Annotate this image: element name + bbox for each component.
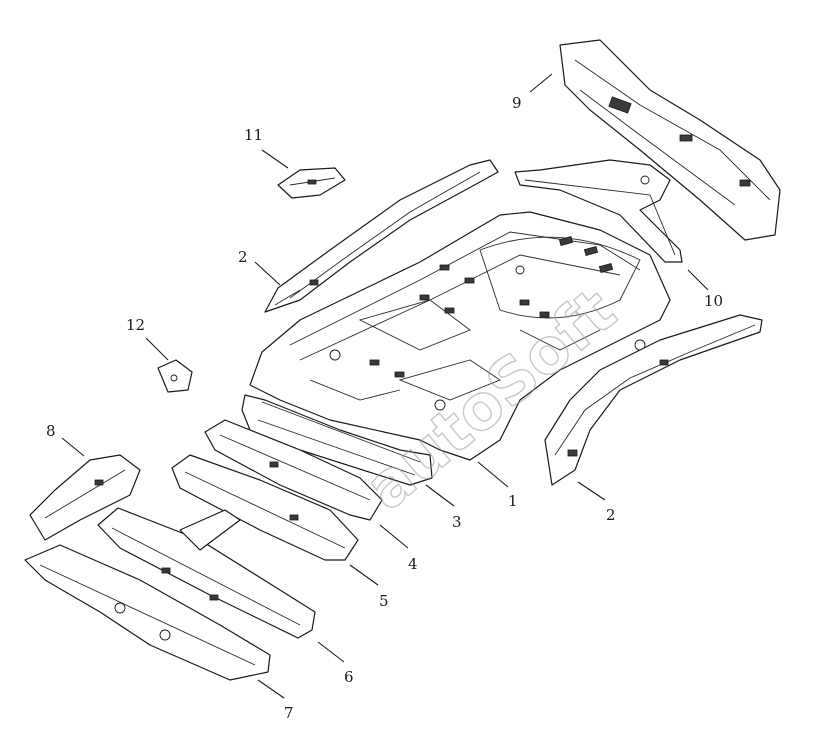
leader-11 — [261, 149, 289, 169]
part-8-bracket — [29, 454, 141, 541]
leader-lines — [61, 73, 709, 699]
callout-5: 5 — [379, 592, 389, 610]
callout-11: 11 — [244, 126, 263, 144]
part-2-right-side-rail — [544, 314, 763, 486]
part-4-crossmember — [204, 419, 383, 521]
part-12-bracket — [157, 359, 193, 393]
callout-12: 12 — [126, 316, 145, 334]
part-6-rear-member — [97, 507, 316, 639]
callout-labels: 1 2 2 3 4 5 6 7 8 9 10 11 12 — [46, 94, 723, 722]
leader-2a — [254, 261, 281, 286]
part-5-crossmember — [171, 454, 359, 561]
leader-5 — [349, 564, 379, 586]
callout-9: 9 — [512, 94, 522, 112]
callout-10: 10 — [704, 292, 723, 310]
leader-10 — [687, 269, 709, 291]
leader-9 — [529, 73, 553, 93]
callout-7: 7 — [284, 704, 294, 722]
callout-6: 6 — [344, 668, 354, 686]
callout-8: 8 — [46, 422, 56, 440]
leader-12 — [145, 337, 169, 361]
part-1-floor-pan — [249, 211, 671, 461]
part-7-rear-panel — [24, 544, 271, 681]
callout-1: 1 — [508, 492, 518, 510]
part-2-left-side-rail — [264, 159, 499, 313]
leader-1 — [477, 461, 509, 488]
leader-7 — [257, 679, 285, 699]
part-11-bracket — [277, 167, 346, 199]
leader-8 — [61, 437, 85, 457]
leader-2b — [577, 481, 606, 501]
part-9-rear-end-panel — [559, 39, 781, 241]
callout-2-left: 2 — [238, 248, 248, 266]
callout-3: 3 — [452, 513, 462, 531]
leader-6 — [317, 641, 345, 663]
part-3-front-crossmember — [241, 394, 433, 486]
leader-4 — [379, 524, 409, 549]
callout-2-right: 2 — [606, 506, 616, 524]
leader-3 — [425, 484, 455, 507]
callout-4: 4 — [408, 555, 418, 573]
part-10-rear-crossmember — [514, 159, 683, 263]
